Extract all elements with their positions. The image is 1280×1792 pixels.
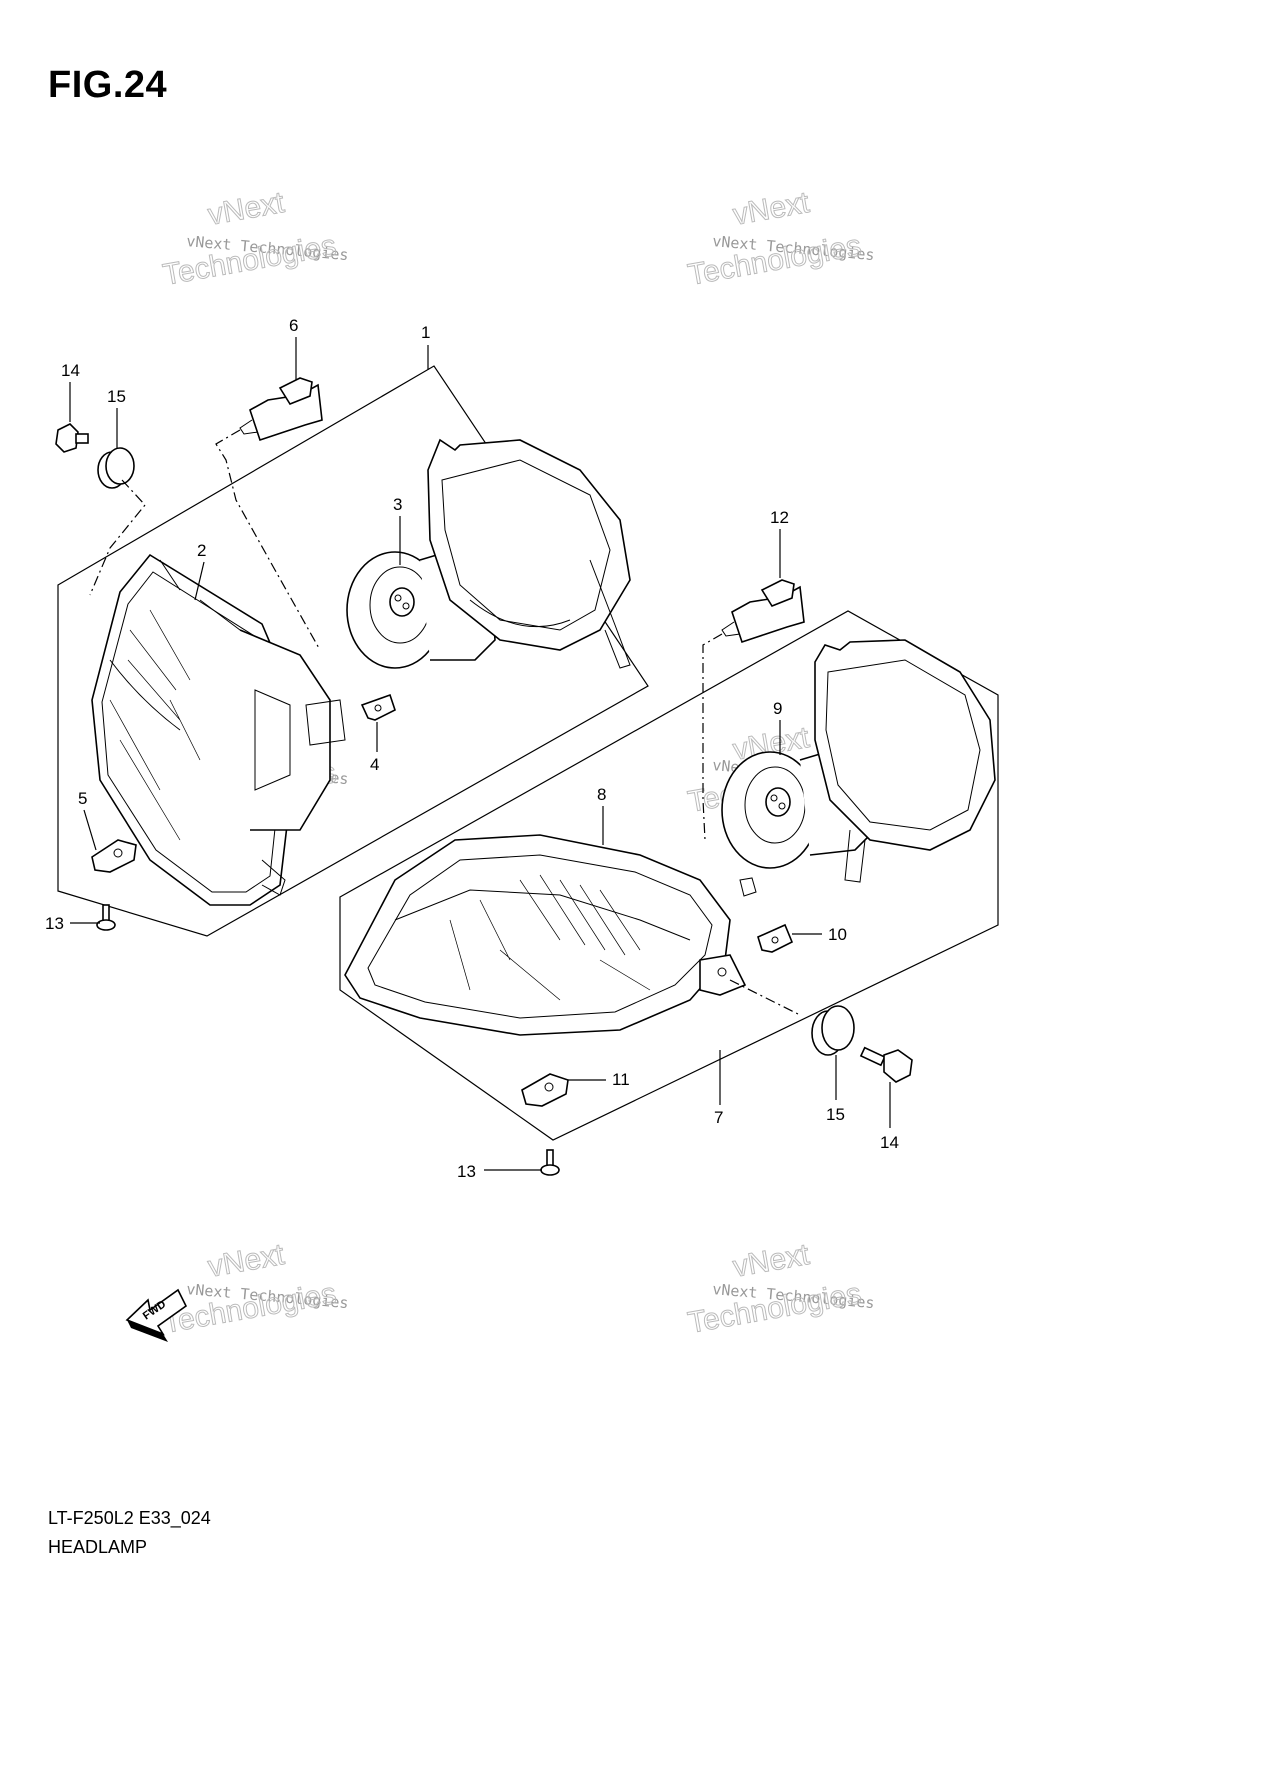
callout-7: 7 [714,1108,723,1127]
callout-4: 4 [370,755,379,774]
callout-13-right: 13 [457,1162,476,1181]
screw-13-left [96,904,116,931]
clip-nut-11 [521,1073,569,1107]
callout-14-right: 14 [880,1133,899,1152]
headlamp-reflector-left [427,438,631,669]
headlamp-reflector-right [814,639,996,883]
bolt-14-left [55,423,89,453]
figure-title: FIG.24 [48,64,168,106]
figure-code: LT-F250L2 E33_024 [48,1508,211,1528]
callout-8: 8 [597,785,606,804]
svg-text:vNext: vNext [730,186,812,232]
grommet-15-left [97,447,135,489]
watermark-bottom-left: vNext vNext Technologies Technologies [160,1237,349,1340]
callout-12: 12 [770,508,789,527]
callout-11: 11 [612,1070,630,1089]
callout-15-right: 15 [826,1105,845,1124]
callout-5: 5 [78,789,87,808]
group-outline-left-headlamp [57,365,649,937]
group-outline-right-headlamp [339,610,999,1141]
bulb-left [239,377,323,442]
bulb-right [721,579,805,644]
svg-text:vNext: vNext [205,1238,287,1284]
watermark-top-left: vNext vNext Technologies Technologies [160,185,349,292]
watermark-bottom-right: vNext vNext Technologies Technologies [685,1237,875,1340]
callout-14-left: 14 [61,361,80,380]
screw-13-right [540,1149,560,1176]
clip-nut-10 [757,923,794,953]
bolt-14-right [859,1046,913,1083]
svg-text:vNext: vNext [205,186,287,232]
svg-text:vNext: vNext [730,1238,812,1284]
callouts: 1 2 3 4 5 6 7 8 9 10 11 12 13 13 14 14 1 [45,316,899,1181]
callout-9: 9 [773,699,782,718]
clip-nut-5 [91,839,137,873]
figure-name: HEADLAMP [48,1537,148,1557]
leader-bolt-left [89,479,146,596]
fwd-arrow-icon: FWD [125,1288,188,1342]
callout-10: 10 [828,925,847,944]
headlamp-housing-left [91,553,346,906]
clip-nut-4 [360,693,396,721]
leader-bulb-left [215,429,321,651]
callout-3: 3 [393,495,402,514]
callout-13-left: 13 [45,914,64,933]
callout-2: 2 [197,541,206,560]
callout-1: 1 [421,323,430,342]
watermark-top-right: vNext vNext Technologies Technologies [685,185,875,292]
callout-15-left: 15 [107,387,126,406]
callout-6: 6 [289,316,298,335]
grommet-15-right [811,1005,855,1056]
headlamp-housing-right [344,834,757,1036]
leader-grommet-right [729,979,801,1016]
